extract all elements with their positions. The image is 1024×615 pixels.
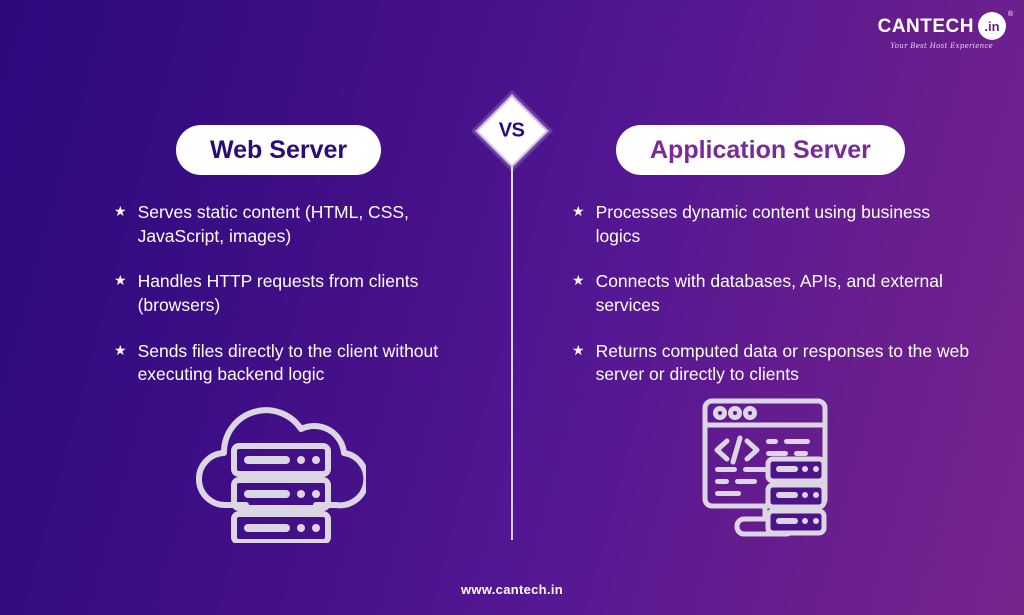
list-item: ★ Handles HTTP requests from clients (br… xyxy=(114,270,484,317)
list-item: ★ Sends files directly to the client wit… xyxy=(114,340,484,387)
list-item-text: Processes dynamic content using business… xyxy=(595,202,931,246)
star-bullet-icon: ★ xyxy=(572,341,585,358)
vertical-divider xyxy=(511,150,513,540)
star-bullet-icon: ★ xyxy=(114,272,127,289)
list-item: ★ Connects with databases, APIs, and ext… xyxy=(572,270,972,317)
list-item-text: Handles HTTP requests from clients (brow… xyxy=(137,271,419,315)
monitor-code-server-icon xyxy=(692,393,847,548)
list-item: ★ Returns computed data or responses to … xyxy=(572,340,972,387)
list-item-text: Connects with databases, APIs, and exter… xyxy=(595,271,943,315)
column-application-server: Application Server ★ Processes dynamic c… xyxy=(548,125,969,387)
logo-tagline: Your Best Host Experience xyxy=(890,42,994,50)
logo-domain-text: .in xyxy=(984,18,1000,34)
web-server-title: Web Server xyxy=(176,125,382,175)
list-item-text: Sends files directly to the client witho… xyxy=(137,340,439,385)
star-bullet-icon: ★ xyxy=(572,272,585,289)
star-bullet-icon: ★ xyxy=(572,203,585,219)
logo-domain-badge: .in ® xyxy=(978,11,1013,40)
footer-url: www.cantech.in xyxy=(461,582,563,597)
logo-row: CANTECH .in ® xyxy=(877,11,1013,40)
brand-logo: CANTECH .in ® Your Best Host Experience xyxy=(877,11,1013,50)
list-item: ★ Processes dynamic content using busine… xyxy=(572,201,972,248)
star-bullet-icon: ★ xyxy=(114,341,127,358)
application-server-bullet-list: ★ Processes dynamic content using busine… xyxy=(572,201,972,387)
registered-trademark-icon: ® xyxy=(1007,11,1013,18)
list-item: ★ Serves static content (HTML, CSS, Java… xyxy=(114,201,484,248)
vs-label: VS xyxy=(499,119,525,142)
application-server-title: Application Server xyxy=(616,125,905,175)
star-bullet-icon: ★ xyxy=(114,203,127,219)
web-server-bullet-list: ★ Serves static content (HTML, CSS, Java… xyxy=(114,201,484,387)
cloud-server-icon xyxy=(196,398,370,548)
list-item-text: Returns computed data or responses to th… xyxy=(595,340,970,385)
list-item-text: Serves static content (HTML, CSS, JavaSc… xyxy=(137,202,409,246)
vs-badge: VS xyxy=(475,94,549,168)
logo-wordmark: CANTECH xyxy=(877,15,974,37)
column-web-server: Web Server ★ Serves static content (HTML… xyxy=(56,125,476,387)
